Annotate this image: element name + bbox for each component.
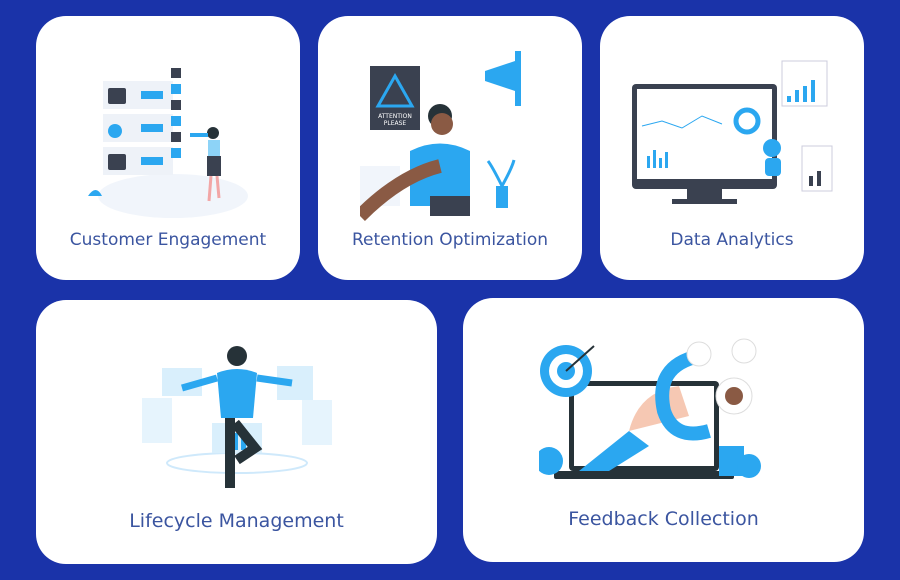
card-lifecycle-management[interactable]: Lifecycle Management	[36, 300, 437, 564]
card-title: Data Analytics	[670, 230, 794, 250]
lifecycle-management-illustration	[141, 346, 332, 488]
customer-engagement-illustration	[88, 68, 248, 218]
retention-optimization-illustration: ATTENTION PLEASE	[360, 51, 521, 221]
card-retention-optimization[interactable]: ATTENTION PLEASE Retention Optimization	[318, 16, 582, 280]
card-title: Feedback Collection	[568, 508, 759, 530]
data-analytics-illustration	[632, 60, 833, 204]
card-customer-engagement[interactable]: Customer Engagement	[36, 16, 300, 280]
card-feedback-collection[interactable]: Feedback Collection	[463, 298, 864, 562]
attention-sign-text: ATTENTION	[378, 113, 412, 120]
card-title: Retention Optimization	[351, 230, 549, 250]
svg-text:PLEASE: PLEASE	[384, 120, 407, 127]
card-data-analytics[interactable]: Data Analytics	[600, 16, 864, 280]
feedback-collection-illustration	[538, 338, 761, 479]
card-title: Customer Engagement	[69, 230, 267, 250]
card-title: Lifecycle Management	[129, 510, 344, 532]
